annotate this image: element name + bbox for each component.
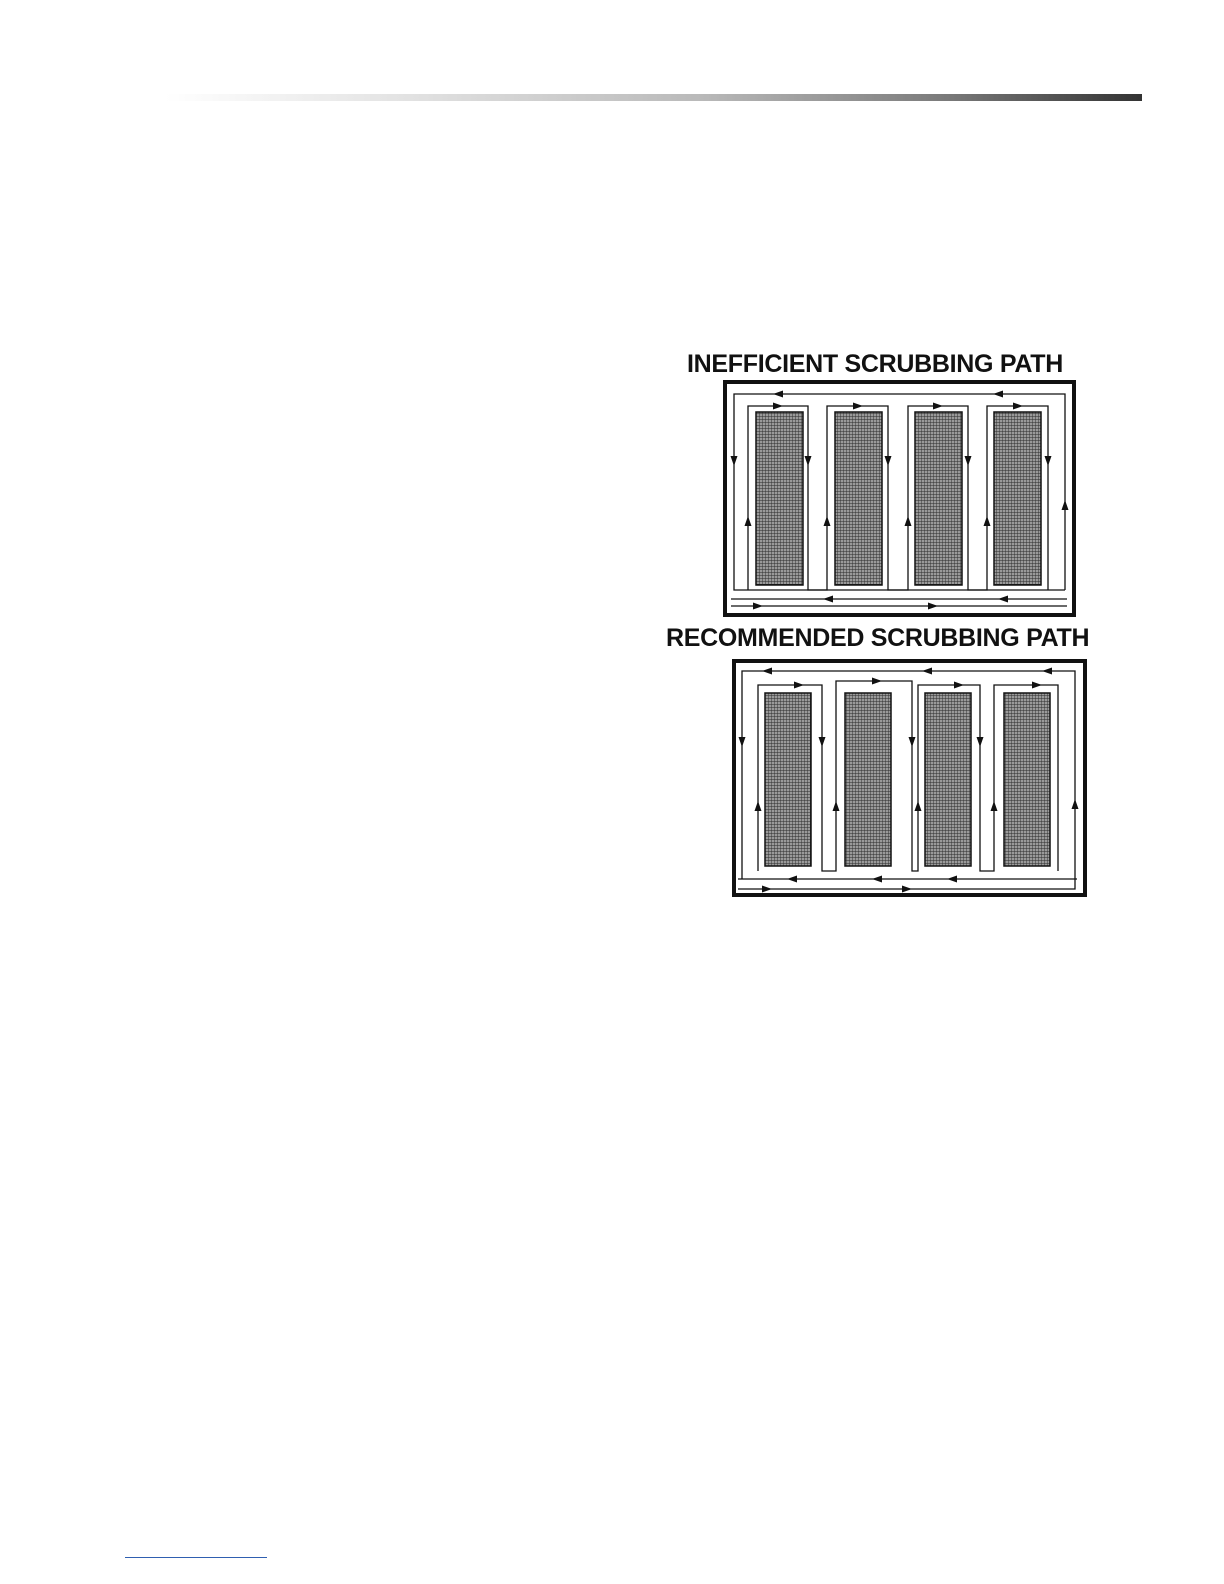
arrow-left [787,876,797,883]
arrow-right [1013,403,1023,410]
arrow-down [885,456,892,466]
arrow-up [833,801,840,811]
arrow-left [993,391,1003,398]
arrow-down [1045,456,1052,466]
arrow-right [753,603,763,610]
arrow-right [933,403,943,410]
arrow-up [905,516,912,526]
arrow-down [909,737,916,747]
inefficient-path-diagram [723,380,1076,617]
recommended-path-title: RECOMMENDED SCRUBBING PATH [666,624,1089,652]
arrow-up [991,801,998,811]
arrow-left [823,596,833,603]
arrow-right [853,403,863,410]
floor-panel-4 [1004,693,1050,866]
panels [756,412,1041,585]
floor-panel-3 [915,412,962,585]
arrow-down [739,737,746,747]
arrow-left [773,391,783,398]
floor-panel-3 [925,693,971,866]
floor-panel-4 [994,412,1041,585]
arrow-right [872,678,882,685]
arrow-left [762,668,772,675]
arrow-up [755,801,762,811]
arrow-up [1062,500,1069,510]
footer-rule [125,1557,267,1558]
recommended-path-diagram [732,659,1087,897]
arrow-right [928,603,938,610]
arrow-up [915,801,922,811]
floor-panel-1 [756,412,803,585]
floor-panel-2 [845,693,891,866]
arrow-left [872,876,882,883]
arrow-left [998,596,1008,603]
arrow-left [947,876,957,883]
arrow-left [1042,668,1052,675]
arrow-down [965,456,972,466]
arrow-up [824,516,831,526]
arrow-up [745,516,752,526]
panels [765,693,1050,866]
floor-panel-2 [835,412,882,585]
arrow-right [1032,682,1042,689]
arrow-down [805,456,812,466]
arrow-up [1072,799,1079,809]
floor-panel-1 [765,693,811,866]
arrow-down [819,737,826,747]
inefficient-path-title: INEFFICIENT SCRUBBING PATH [687,350,1063,378]
arrow-right [902,886,912,893]
arrow-right [762,886,772,893]
arrow-up [984,516,991,526]
arrow-right [954,682,964,689]
arrow-left [922,668,932,675]
arrow-down [731,456,738,466]
arrow-right [773,403,783,410]
arrow-down [977,737,984,747]
header-gradient-rule [165,94,1142,101]
arrow-right [794,682,804,689]
